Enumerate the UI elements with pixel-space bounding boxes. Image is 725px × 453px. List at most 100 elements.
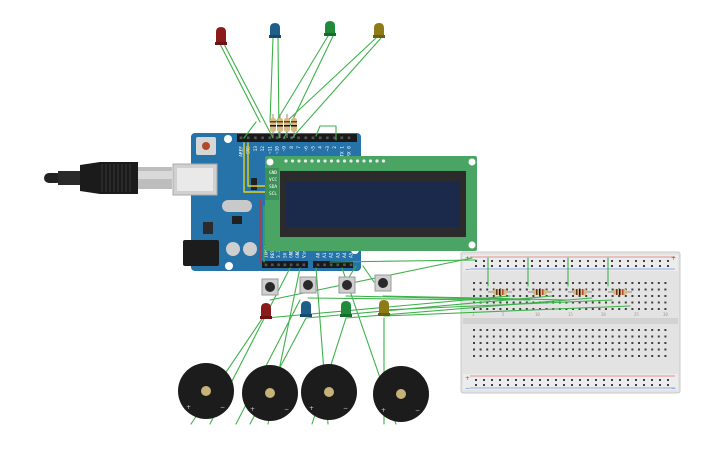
bb-hole[interactable] bbox=[605, 329, 607, 331]
bb-rail-hole[interactable] bbox=[667, 265, 669, 267]
bb-hole[interactable] bbox=[479, 282, 482, 284]
bb-rail-hole[interactable] bbox=[555, 384, 557, 386]
led-yellow-top[interactable] bbox=[373, 23, 385, 38]
bb-hole[interactable] bbox=[492, 295, 495, 297]
bb-rail-hole[interactable] bbox=[587, 379, 589, 381]
bb-hole[interactable] bbox=[539, 342, 541, 344]
bb-hole[interactable] bbox=[486, 335, 489, 338]
bb-hole[interactable] bbox=[506, 335, 508, 338]
bb-hole[interactable] bbox=[545, 342, 548, 344]
bb-hole[interactable] bbox=[519, 335, 522, 338]
bb-hole[interactable] bbox=[565, 335, 568, 338]
bb-hole[interactable] bbox=[479, 288, 482, 291]
bb-hole[interactable] bbox=[618, 335, 621, 338]
bb-hole[interactable] bbox=[572, 308, 574, 310]
bb-hole[interactable] bbox=[657, 335, 660, 338]
bb-hole[interactable] bbox=[532, 288, 535, 291]
bb-hole[interactable] bbox=[605, 301, 607, 304]
wire-led-top-1a[interactable] bbox=[219, 43, 261, 123]
bb-hole[interactable] bbox=[638, 329, 640, 331]
bb-hole[interactable] bbox=[512, 342, 515, 344]
bb-hole[interactable] bbox=[585, 282, 588, 284]
bb-hole[interactable] bbox=[657, 355, 660, 357]
bb-rail-hole[interactable] bbox=[563, 379, 565, 381]
bb-hole[interactable] bbox=[624, 295, 627, 297]
bb-hole[interactable] bbox=[479, 348, 482, 351]
bb-hole[interactable] bbox=[506, 348, 508, 351]
wire-led-bb-4[interactable] bbox=[383, 305, 631, 317]
bb-hole[interactable] bbox=[611, 342, 614, 344]
bb-hole[interactable] bbox=[598, 342, 601, 344]
wire-5v-rail[interactable] bbox=[329, 259, 477, 263]
bb-hole[interactable] bbox=[605, 288, 607, 291]
bb-rail-hole[interactable] bbox=[499, 265, 501, 267]
bb-hole[interactable] bbox=[479, 295, 482, 297]
bb-hole[interactable] bbox=[591, 308, 594, 310]
bb-hole[interactable] bbox=[664, 308, 667, 310]
bb-rail-hole[interactable] bbox=[539, 379, 541, 381]
bb-hole[interactable] bbox=[492, 301, 495, 304]
bb-hole[interactable] bbox=[565, 288, 568, 291]
bb-hole[interactable] bbox=[539, 348, 541, 351]
bb-hole[interactable] bbox=[473, 308, 475, 310]
bb-hole[interactable] bbox=[512, 282, 515, 284]
header-resistors[interactable] bbox=[270, 114, 297, 138]
bb-hole[interactable] bbox=[638, 342, 640, 344]
bb-hole[interactable] bbox=[519, 348, 522, 351]
bb-hole[interactable] bbox=[525, 329, 528, 331]
bb-rail-hole[interactable] bbox=[515, 265, 517, 267]
bb-hole[interactable] bbox=[638, 355, 640, 357]
bb-hole[interactable] bbox=[492, 282, 495, 284]
led-red-bottom[interactable] bbox=[260, 303, 272, 319]
bb-hole[interactable] bbox=[598, 335, 601, 338]
bb-hole[interactable] bbox=[611, 329, 614, 331]
wire-bb-4[interactable] bbox=[382, 299, 613, 311]
bb-hole[interactable] bbox=[605, 308, 607, 310]
header-pin[interactable] bbox=[290, 136, 293, 140]
bb-rail-hole[interactable] bbox=[643, 379, 645, 381]
bb-hole[interactable] bbox=[578, 301, 581, 304]
bb-rail-hole[interactable] bbox=[635, 384, 637, 386]
bb-hole[interactable] bbox=[479, 342, 482, 344]
bb-hole[interactable] bbox=[519, 342, 522, 344]
pushbutton-1[interactable] bbox=[261, 278, 279, 296]
bb-hole[interactable] bbox=[591, 288, 594, 291]
lcd-pin[interactable] bbox=[381, 159, 386, 163]
bb-hole[interactable] bbox=[532, 335, 535, 338]
header-pin[interactable] bbox=[277, 263, 280, 267]
bb-rail-hole[interactable] bbox=[643, 384, 645, 386]
bb-hole[interactable] bbox=[473, 295, 475, 297]
bb-hole[interactable] bbox=[657, 282, 660, 284]
bb-hole[interactable] bbox=[618, 329, 621, 331]
bb-hole[interactable] bbox=[525, 288, 528, 291]
bb-hole[interactable] bbox=[638, 301, 640, 304]
header-pin[interactable] bbox=[323, 263, 326, 267]
bb-rail-hole[interactable] bbox=[587, 265, 589, 267]
header-pin[interactable] bbox=[343, 263, 346, 267]
bb-hole[interactable] bbox=[572, 329, 574, 331]
bb-rail-hole[interactable] bbox=[523, 260, 525, 262]
bb-hole[interactable] bbox=[499, 342, 502, 344]
bb-hole[interactable] bbox=[664, 301, 667, 304]
buzzer-4[interactable]: + − bbox=[373, 366, 429, 422]
bb-rail-hole[interactable] bbox=[563, 384, 565, 386]
bb-hole[interactable] bbox=[552, 335, 555, 338]
bb-hole[interactable] bbox=[532, 329, 535, 331]
bb-hole[interactable] bbox=[512, 335, 515, 338]
push-buttons[interactable] bbox=[261, 274, 392, 296]
bb-hole[interactable] bbox=[545, 348, 548, 351]
bb-hole[interactable] bbox=[664, 329, 667, 331]
buzzers[interactable]: + − + − + − + − bbox=[178, 363, 429, 422]
bb-rail-hole[interactable] bbox=[571, 379, 573, 381]
bb-hole[interactable] bbox=[664, 342, 667, 344]
bb-rail-hole[interactable] bbox=[571, 384, 573, 386]
wire-scl[interactable] bbox=[247, 142, 271, 187]
bb-hole[interactable] bbox=[519, 329, 522, 331]
bb-hole[interactable] bbox=[591, 329, 594, 331]
bb-rail-hole[interactable] bbox=[475, 265, 477, 267]
bb-hole[interactable] bbox=[565, 282, 568, 284]
bb-hole[interactable] bbox=[585, 288, 588, 291]
bb-rail-hole[interactable] bbox=[579, 384, 581, 386]
bb-rail-hole[interactable] bbox=[499, 260, 501, 262]
bb-hole[interactable] bbox=[664, 282, 667, 284]
